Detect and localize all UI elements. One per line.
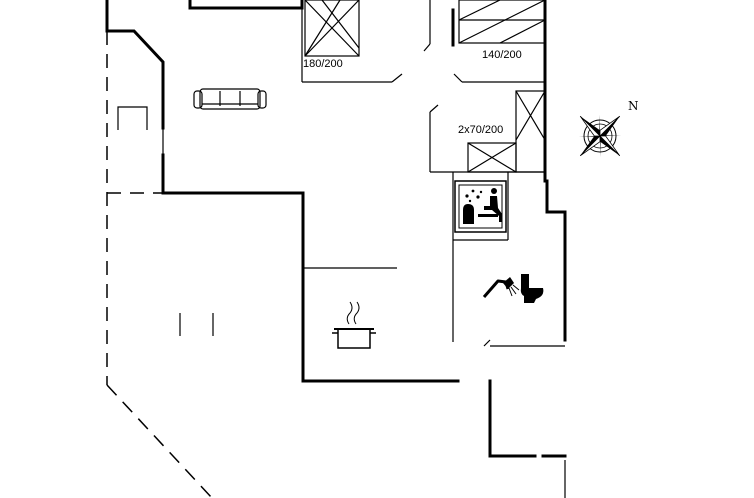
sauna-icon	[454, 180, 507, 233]
bed-size-label-1: 180/200	[303, 58, 343, 70]
stove-icon	[117, 106, 148, 130]
double-bed-2	[458, 0, 546, 44]
compass-rose-icon	[578, 114, 622, 158]
sofa-icon	[193, 88, 267, 110]
cooking-pot-icon	[332, 301, 376, 349]
interior-walls	[162, 0, 566, 498]
toilet-icon	[520, 274, 544, 303]
terrace-posts	[179, 313, 214, 336]
double-bed-1	[304, 0, 360, 57]
terrace-outline	[106, 31, 213, 498]
bed-size-label-2: 140/200	[482, 49, 522, 61]
single-beds-3	[467, 90, 546, 173]
shower-icon	[482, 277, 520, 298]
compass-north-label: N	[628, 99, 639, 113]
bed-size-label-3: 2x70/200	[458, 124, 503, 136]
